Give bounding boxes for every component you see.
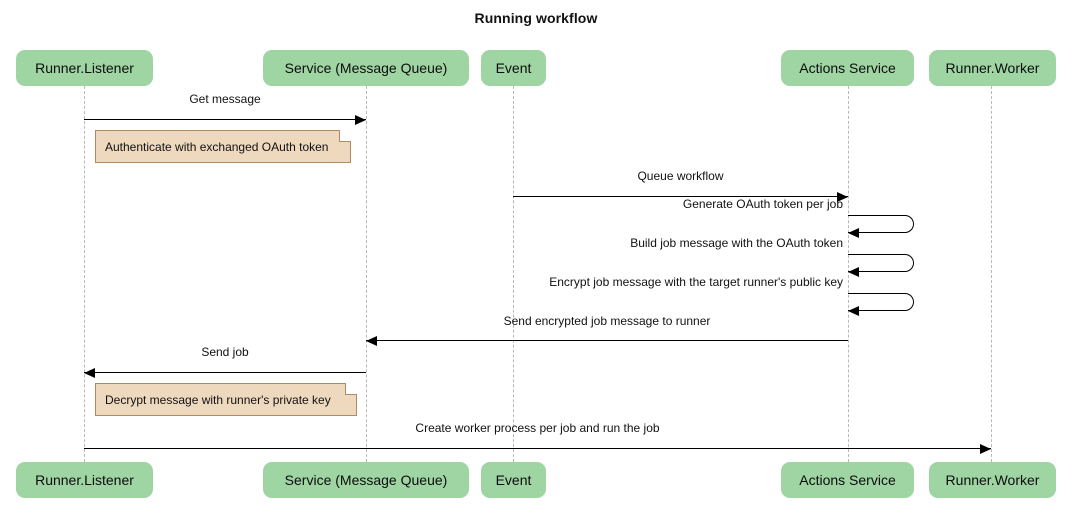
participant-runner-worker-bottom[interactable]: Runner.Worker: [929, 462, 1056, 498]
participant-service-queue-bottom[interactable]: Service (Message Queue): [263, 462, 469, 498]
message-label-m5: Encrypt job message with the target runn…: [549, 275, 843, 289]
participant-runner-listener-top[interactable]: Runner.Listener: [16, 50, 153, 86]
note-n2: Decrypt message with runner's private ke…: [95, 383, 357, 416]
message-label-m8: Create worker process per job and run th…: [415, 421, 660, 435]
message-label-m1: Get message: [189, 92, 261, 106]
lifeline-service-queue: [366, 86, 367, 462]
participant-service-queue-top[interactable]: Service (Message Queue): [263, 50, 469, 86]
message-line-m1: [84, 119, 366, 120]
participant-label: Runner.Worker: [945, 60, 1040, 76]
lifeline-runner-listener: [84, 86, 85, 462]
participant-label: Event: [495, 472, 532, 488]
message-line-m2: [513, 196, 848, 197]
lifeline-runner-worker: [991, 86, 992, 462]
message-label-m3: Generate OAuth token per job: [682, 197, 843, 211]
note-text: Authenticate with exchanged OAuth token: [105, 139, 329, 154]
message-label-m6: Send encrypted job message to runner: [503, 314, 711, 328]
arrowhead-m7: [84, 368, 95, 378]
lifeline-event: [513, 86, 514, 462]
self-message-loop-m4: [848, 254, 914, 272]
message-line-m6: [366, 340, 848, 341]
participant-label: Actions Service: [799, 60, 896, 76]
participant-label: Runner.Listener: [35, 60, 134, 76]
note-text: Decrypt message with runner's private ke…: [105, 392, 331, 407]
participant-runner-worker-top[interactable]: Runner.Worker: [929, 50, 1056, 86]
participant-label: Actions Service: [799, 472, 896, 488]
participant-event-top[interactable]: Event: [481, 50, 546, 86]
note-fold-corner-icon: [339, 130, 351, 142]
message-line-m7: [84, 372, 366, 373]
message-label-m4: Build job message with the OAuth token: [630, 236, 843, 250]
self-message-loop-m3: [848, 215, 914, 233]
arrowhead-m3: [848, 228, 859, 238]
participant-label: Runner.Listener: [35, 472, 134, 488]
arrowhead-m5: [848, 306, 859, 316]
arrowhead-m6: [366, 336, 377, 346]
arrowhead-m8: [980, 444, 991, 454]
participant-label: Event: [495, 60, 532, 76]
arrowhead-m1: [355, 115, 366, 125]
note-n1: Authenticate with exchanged OAuth token: [95, 130, 351, 163]
participant-actions-service-bottom[interactable]: Actions Service: [781, 462, 914, 498]
participant-label: Service (Message Queue): [284, 472, 448, 488]
note-fold-corner-icon: [345, 383, 357, 395]
message-label-m7: Send job: [201, 345, 249, 359]
arrowhead-m4: [848, 267, 859, 277]
participant-label: Service (Message Queue): [284, 60, 448, 76]
message-line-m8: [84, 448, 991, 449]
self-message-loop-m5: [848, 293, 914, 311]
page-title: Running workflow: [474, 10, 598, 26]
participant-label: Runner.Worker: [945, 472, 1040, 488]
participant-runner-listener-bottom[interactable]: Runner.Listener: [16, 462, 153, 498]
message-label-m2: Queue workflow: [637, 169, 724, 183]
participant-actions-service-top[interactable]: Actions Service: [781, 50, 914, 86]
arrowhead-m2: [837, 192, 848, 202]
participant-event-bottom[interactable]: Event: [481, 462, 546, 498]
